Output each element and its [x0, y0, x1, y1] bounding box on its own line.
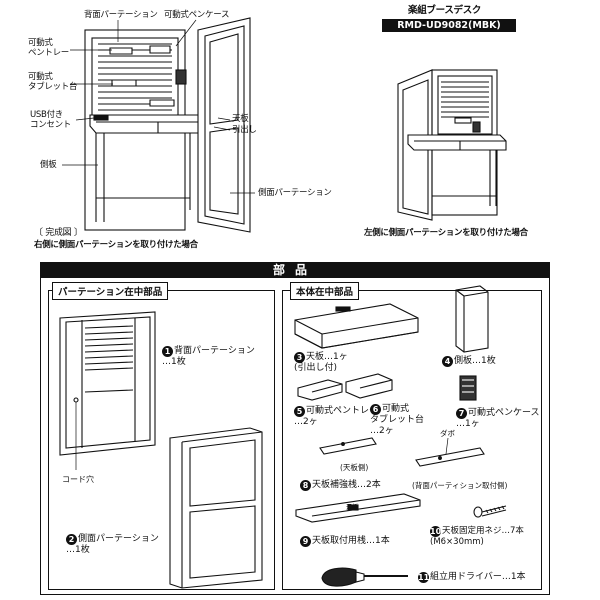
- part-screwdriver-illustration: [321, 567, 408, 587]
- product-name: 楽組ブースデスク: [408, 5, 482, 16]
- part-1-number: 1: [162, 346, 173, 357]
- part-10-number: 10: [430, 526, 442, 537]
- label-movable-tablet-stand: 可動式 タブレット台: [28, 72, 78, 92]
- label-drawer: 引出し: [232, 125, 257, 135]
- part-9-number: 9: [300, 536, 311, 547]
- label-back-partition: 背面パーテーション: [84, 10, 158, 20]
- assembled-caption-right: 右側に側面パーテーションを取り付けた場合: [34, 240, 198, 250]
- label-movable-pen-tray: 可動式 ペントレー: [28, 38, 70, 58]
- assembled-desk-left-illustration: [397, 69, 507, 221]
- assembled-caption-title: 〔 完成図 〕: [34, 228, 83, 238]
- label-movable-pen-case: 可動式ペンケース: [164, 10, 230, 20]
- part-3-number: 3: [294, 352, 305, 363]
- note-top-side: (天板側): [340, 463, 369, 472]
- assembled-desk-right-illustration: [84, 17, 251, 233]
- partition-section-heading: パーテーション在中部品: [52, 282, 169, 300]
- part-8-number: 8: [300, 480, 311, 491]
- part-side-partition-illustration: [169, 427, 263, 589]
- label-top-board: 天板: [232, 114, 249, 124]
- part-7-number: 7: [456, 408, 467, 419]
- part-10-label: 10天板固定用ネジ…7本 (M6×30mm): [430, 526, 524, 547]
- body-section-heading: 本体在中部品: [290, 282, 360, 300]
- product-caption-left: 左側に側面パーテーションを取り付けた場合: [364, 228, 528, 238]
- parts-band-title: 部品: [40, 262, 550, 278]
- part-11-label: 11組立用ドライバー…1本: [418, 572, 526, 583]
- note-rear-partition-side: (背面パーティション取付側): [412, 481, 508, 490]
- note-top-mark: 天板: [346, 504, 359, 511]
- part-5-number: 5: [294, 406, 305, 417]
- parts-outer-frame: [40, 278, 550, 595]
- part-desk-top-illustration: [294, 303, 419, 349]
- part-6-number: 6: [370, 404, 381, 415]
- label-usb-outlet: USB付き コンセント: [30, 110, 72, 130]
- label-side-partition: 側面パーテーション: [258, 188, 332, 198]
- product-model: RMD-UD9082(MBK): [382, 19, 516, 32]
- cord-hole-label: コード穴: [62, 475, 94, 484]
- body-section-box: [282, 290, 542, 590]
- label-side-board: 側板: [40, 160, 57, 170]
- part-back-partition-illustration: [59, 311, 156, 470]
- part-2-number: 2: [66, 534, 77, 545]
- part-side-board-illustration: [455, 285, 489, 353]
- part-pen-case-illustration: [459, 375, 477, 401]
- part-4-number: 4: [442, 356, 453, 367]
- part-reinforcement-bar-illustration: [319, 437, 377, 455]
- note-dowel: ダボ: [440, 429, 455, 438]
- part-screw-illustration: [473, 505, 507, 518]
- part-11-number: 11: [418, 572, 430, 583]
